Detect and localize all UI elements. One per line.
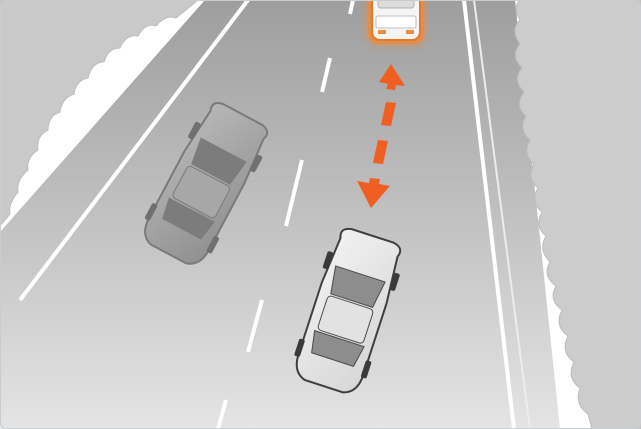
lead-vehicle bbox=[368, 0, 424, 44]
